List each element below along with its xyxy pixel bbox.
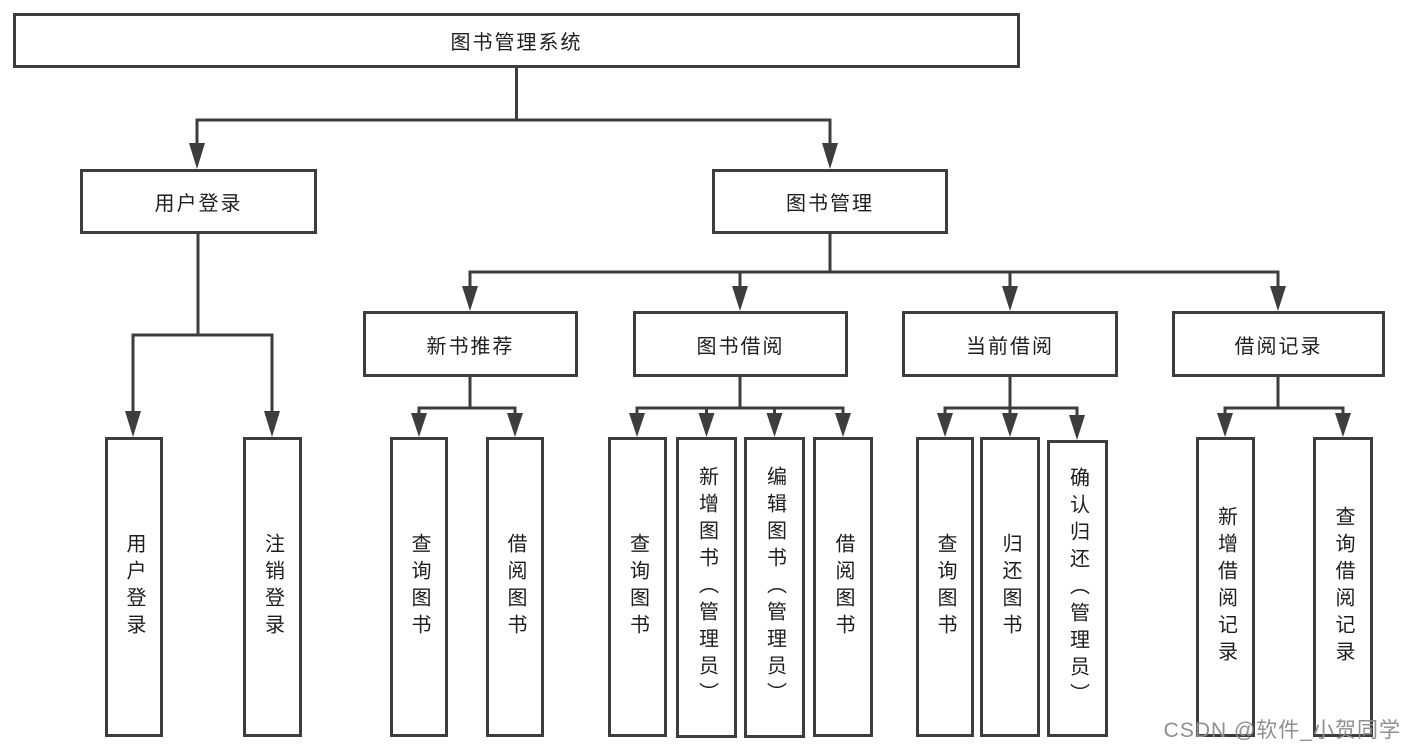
arrowhead — [411, 413, 427, 437]
arrowhead — [507, 413, 523, 437]
leaf-label: 新增借阅记录 — [1214, 506, 1237, 668]
node-root: 图书管理系统 — [13, 13, 1020, 68]
leaf-borrow-books-recommend: 借阅图书 — [486, 437, 544, 737]
node-label: 图书借阅 — [696, 335, 785, 358]
leaf-label: 借阅图书 — [832, 533, 854, 641]
node-label: 借阅记录 — [1234, 335, 1323, 358]
node-book-borrow: 图书借阅 — [633, 311, 848, 377]
connector-new-book-branch — [411, 375, 523, 437]
arrowhead — [835, 413, 851, 437]
node-label: 新书推荐 — [426, 335, 515, 358]
arrowhead — [766, 413, 783, 437]
connector-current-borrow-branch — [937, 375, 1085, 440]
arrowhead — [1002, 413, 1018, 437]
leaf-add-books-admin: 新增图书（管理员） — [676, 437, 737, 738]
node-borrow-records: 借阅记录 — [1172, 311, 1385, 377]
connector-book-management-branch — [462, 232, 1286, 311]
arrowhead — [264, 411, 280, 437]
arrowhead — [462, 286, 478, 311]
connector-borrow-records-branch — [1217, 375, 1351, 437]
connector-book-borrow-branch — [629, 375, 851, 437]
leaf-label: 查询图书 — [626, 533, 649, 641]
arrowhead — [1335, 413, 1351, 437]
leaf-logout: 注销登录 — [243, 437, 302, 737]
arrowhead — [1002, 286, 1018, 311]
node-new-book-recommend: 新书推荐 — [363, 311, 578, 377]
node-book-management: 图书管理 — [712, 169, 948, 234]
arrowhead — [732, 286, 748, 311]
leaf-label: 查询图书 — [408, 533, 430, 641]
connector-root-to-level2 — [189, 66, 838, 169]
leaf-edit-books-admin: 编辑图书（管理员） — [744, 437, 805, 738]
leaf-label: 注销登录 — [261, 533, 284, 641]
arrowhead — [1270, 286, 1286, 311]
arrowhead — [189, 143, 205, 169]
leaf-label: 新增图书（管理员） — [695, 466, 718, 709]
leaf-confirm-return-admin: 确认归还（管理员） — [1047, 440, 1108, 737]
leaf-label: 确认归还（管理员） — [1066, 467, 1089, 710]
leaf-label: 借阅图书 — [504, 533, 526, 641]
leaf-borrow-books: 借阅图书 — [813, 437, 873, 737]
arrowhead — [822, 143, 838, 169]
arrowhead — [698, 413, 715, 437]
leaf-label: 用户登录 — [123, 533, 145, 641]
arrowhead — [629, 413, 645, 437]
leaf-add-borrow-record: 新增借阅记录 — [1196, 437, 1255, 737]
arrowhead — [1217, 413, 1233, 437]
leaf-label: 查询图书 — [934, 533, 956, 641]
leaf-query-borrow-record: 查询借阅记录 — [1313, 437, 1373, 737]
leaf-return-books: 归还图书 — [980, 437, 1040, 737]
node-current-borrow: 当前借阅 — [902, 311, 1118, 377]
leaf-user-login: 用户登录 — [105, 437, 163, 737]
node-label: 当前借阅 — [966, 335, 1054, 358]
arrowhead — [937, 413, 953, 437]
node-label: 图书管理 — [786, 193, 874, 215]
node-label: 用户登录 — [154, 193, 243, 215]
leaf-label: 编辑图书（管理员） — [763, 466, 786, 709]
node-label: 图书管理系统 — [450, 32, 583, 54]
leaf-query-books-recommend: 查询图书 — [390, 437, 448, 737]
leaf-query-books-current: 查询图书 — [916, 437, 974, 737]
leaf-label: 归还图书 — [999, 533, 1021, 641]
leaf-label: 查询借阅记录 — [1332, 506, 1354, 668]
arrowhead — [1069, 415, 1085, 440]
node-user-login: 用户登录 — [80, 169, 317, 234]
leaf-query-books-borrow: 查询图书 — [608, 437, 667, 737]
arrowhead — [125, 411, 141, 437]
connector-user-login-branch — [125, 232, 280, 437]
